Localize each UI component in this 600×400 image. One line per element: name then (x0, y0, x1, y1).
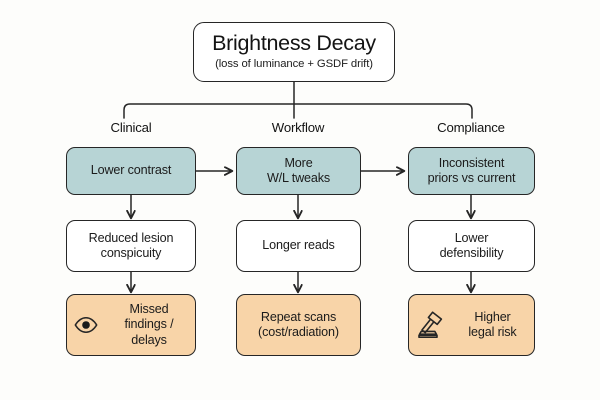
column-label-workflow: Workflow (271, 120, 325, 135)
node-missed-findings-delays[interactable]: Missed findings / delays (66, 294, 196, 356)
node-higher-legal-risk[interactable]: Higher legal risk (408, 294, 535, 356)
connector-bracket-bar (123, 103, 473, 119)
node-longer-reads-label: Longer reads (262, 238, 335, 253)
node-repeat-scans-label: Repeat scans (cost/radiation) (258, 309, 339, 339)
node-more-wl-tweaks-label: More W/L tweaks (266, 155, 331, 185)
title-main-text: Brightness Decay (212, 31, 376, 55)
node-lower-defensibility[interactable]: Lower defensibility (408, 220, 535, 272)
node-longer-reads[interactable]: Longer reads (236, 220, 361, 272)
node-inconsistent-priors-label: Inconsistent priors vs current (427, 155, 516, 185)
node-reduced-lesion-conspicuity[interactable]: Reduced lesion conspicuity (66, 220, 196, 272)
node-title[interactable]: Brightness Decay (loss of luminance + GS… (193, 22, 395, 82)
node-reduced-lesion-conspicuity-label: Reduced lesion conspicuity (88, 230, 174, 260)
node-repeat-scans[interactable]: Repeat scans (cost/radiation) (236, 294, 361, 356)
node-inconsistent-priors[interactable]: Inconsistent priors vs current (408, 147, 535, 195)
gavel-icon (418, 311, 443, 338)
eye-icon (74, 316, 98, 334)
node-lower-contrast-label: Lower contrast (90, 163, 172, 178)
node-lower-defensibility-label: Lower defensibility (439, 230, 504, 260)
node-higher-legal-risk-label: Higher legal risk (468, 309, 517, 339)
node-more-wl-tweaks[interactable]: More W/L tweaks (236, 147, 361, 195)
column-label-compliance: Compliance (437, 120, 505, 135)
column-label-clinical: Clinical (110, 120, 152, 135)
title-subtitle-text: (loss of luminance + GSDF drift) (215, 58, 373, 71)
node-lower-contrast[interactable]: Lower contrast (66, 147, 196, 195)
node-missed-findings-delays-label: Missed findings / delays (124, 301, 174, 347)
